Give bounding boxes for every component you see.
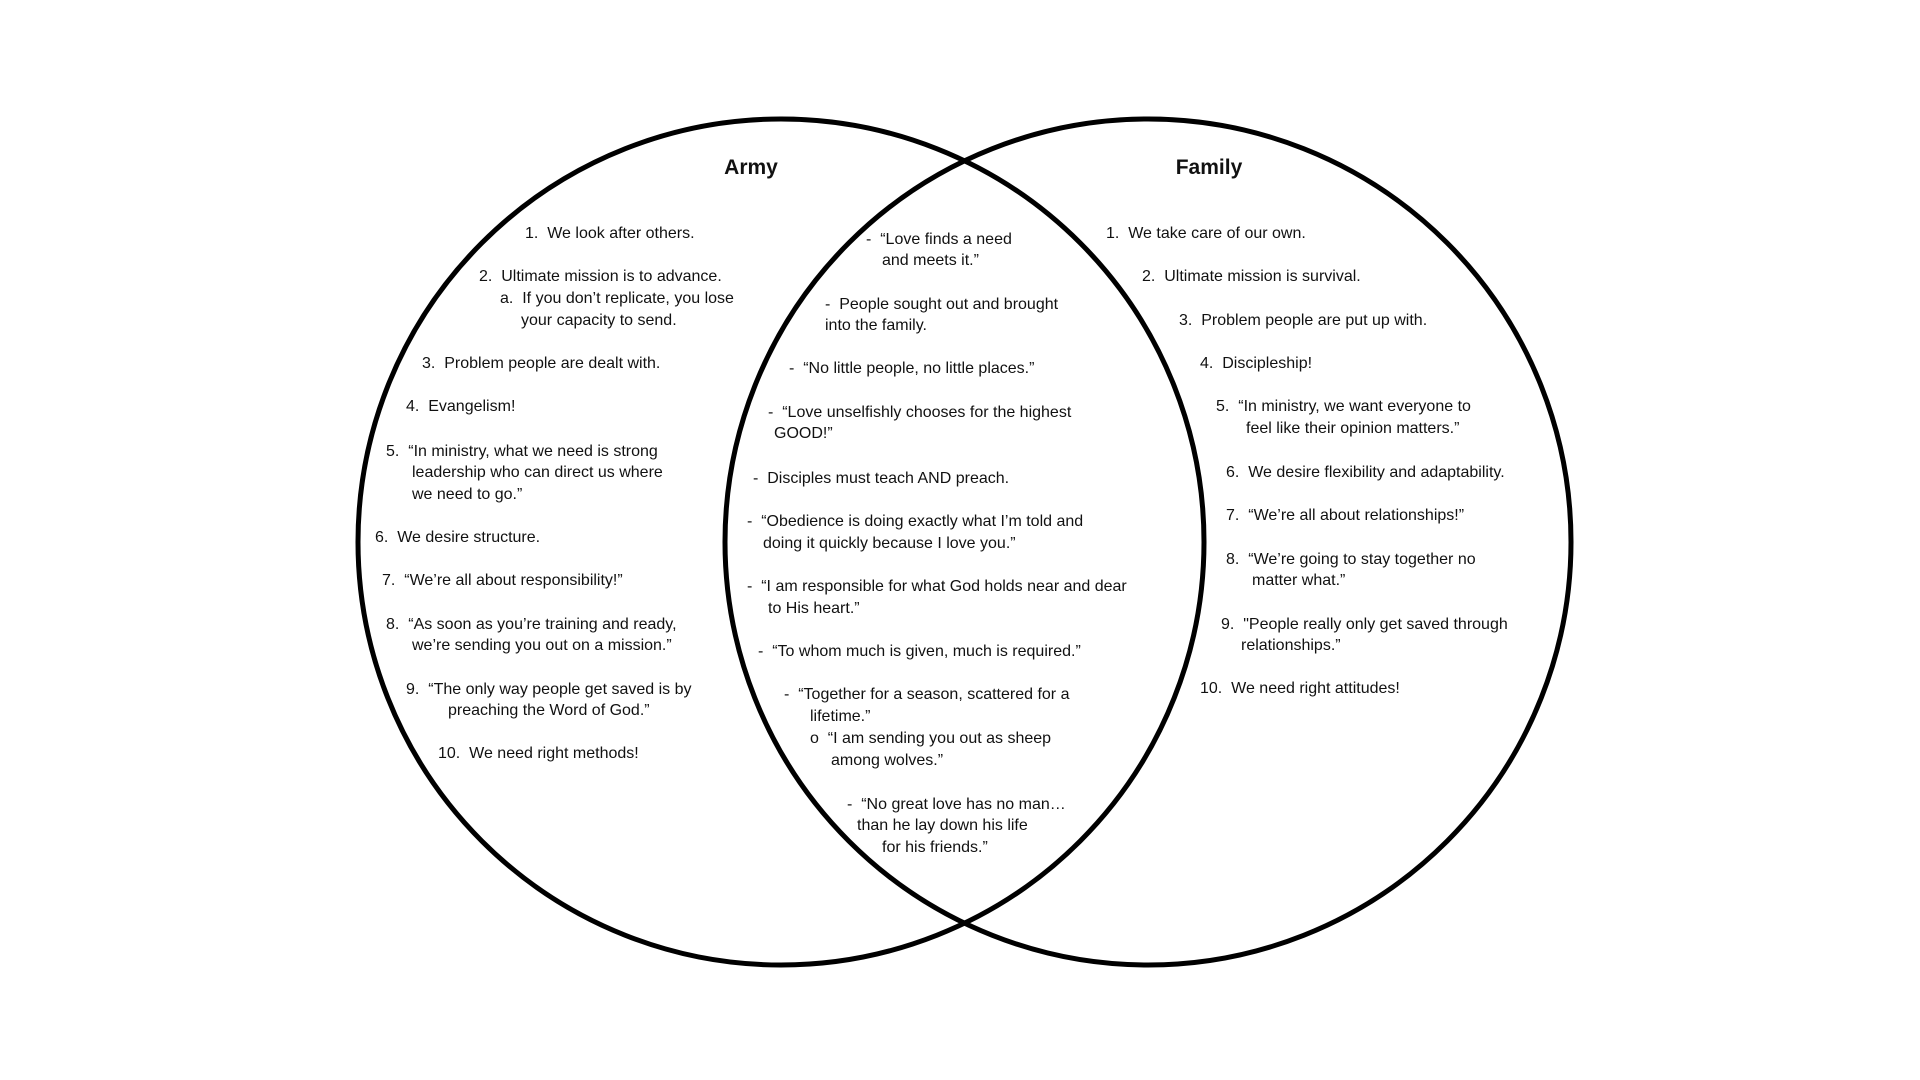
army-item-line: 7. “We’re all about responsibility!” [382, 572, 623, 589]
shared-item-line: and meets it.” [882, 252, 979, 269]
family-item-line: 8. “We’re going to stay together no [1226, 551, 1476, 568]
army-item-line: a. If you don’t replicate, you lose [500, 290, 734, 307]
family-item-line: feel like their opinion matters.” [1246, 420, 1460, 437]
family-item-line: 6. We desire flexibility and adaptabilit… [1226, 464, 1505, 481]
army-item-line: preaching the Word of God.” [448, 702, 650, 719]
army-item-line: 2. Ultimate mission is to advance. [479, 268, 722, 285]
shared-item-line: among wolves.” [831, 752, 944, 769]
army-item-line: we’re sending you out on a mission.” [412, 637, 672, 654]
shared-item-line: o “I am sending you out as sheep [810, 730, 1052, 747]
army-item-line: 9. “The only way people get saved is by [406, 681, 692, 698]
shared-item-line: into the family. [825, 317, 927, 334]
army-item-line: 1. We look after others. [525, 225, 695, 242]
army-item-line: 10. We need right methods! [438, 745, 639, 762]
family-item-line: 10. We need right attitudes! [1200, 680, 1400, 697]
shared-item-line: lifetime.” [810, 708, 871, 725]
shared-item-line: - “No great love has no man… [847, 796, 1066, 813]
family-item-line: 3. Problem people are put up with. [1179, 312, 1428, 329]
army-item-line: we need to go.” [412, 486, 523, 503]
army-item-line: leadership who can direct us where [412, 464, 663, 481]
shared-item-line: - “Obedience is doing exactly what I’m t… [747, 513, 1084, 530]
family-item-line: matter what.” [1252, 572, 1346, 589]
shared-item-line: - People sought out and brought [825, 296, 1059, 313]
shared-item-line: GOOD!” [774, 425, 833, 442]
army-item-line: 8. “As soon as you’re training and ready… [386, 616, 677, 633]
family-item-line: 7. “We’re all about relationships!” [1226, 507, 1465, 524]
family-item-line: 9. "People really only get saved through [1221, 616, 1508, 633]
family-title: Family [1175, 156, 1243, 179]
army-item-line: 3. Problem people are dealt with. [422, 355, 661, 372]
family-circle [722, 116, 1574, 968]
army-item-line: 4. Evangelism! [406, 398, 516, 415]
army-item-line: 6. We desire structure. [375, 529, 541, 546]
shared-item-line: - “No little people, no little places.” [789, 360, 1035, 377]
army-item-line: 5. “In ministry, what we need is strong [386, 443, 658, 460]
family-item-line: 2. Ultimate mission is survival. [1142, 268, 1361, 285]
family-item-line: relationships.” [1241, 637, 1341, 654]
family-item-line: 5. “In ministry, we want everyone to [1216, 398, 1471, 415]
shared-item-line: - “Love unselfishly chooses for the high… [768, 404, 1072, 421]
shared-item-line: doing it quickly because I love you.” [763, 535, 1016, 552]
shared-item-line: - “I am responsible for what God holds n… [747, 578, 1127, 595]
shared-item-line: - Disciples must teach AND preach. [753, 470, 1010, 487]
shared-item-line: - “Together for a season, scattered for … [784, 686, 1070, 703]
army-circle [355, 116, 1207, 968]
army-item-line: your capacity to send. [521, 312, 677, 329]
army-title: Army [724, 156, 778, 179]
shared-item-line: - “Love finds a need [866, 231, 1012, 248]
family-item-line: 1. We take care of our own. [1106, 225, 1306, 242]
shared-item-line: than he lay down his life [857, 817, 1028, 834]
shared-item-line: - “To whom much is given, much is requir… [758, 643, 1081, 660]
shared-item-line: to His heart.” [768, 600, 860, 617]
shared-item-line: for his friends.” [882, 839, 988, 856]
family-item-line: 4. Discipleship! [1200, 355, 1313, 372]
